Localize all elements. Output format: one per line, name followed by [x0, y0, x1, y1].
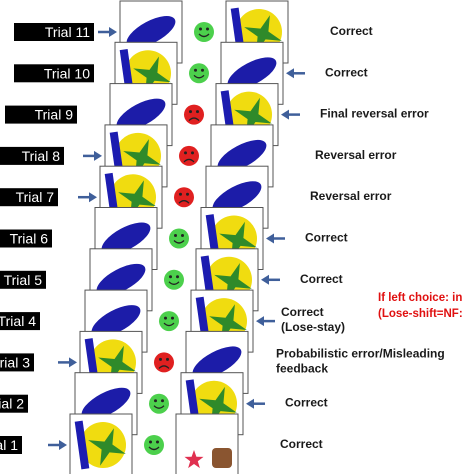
green-star-icon	[209, 304, 247, 342]
choice-arrow-icon	[83, 150, 102, 161]
trial-outcome-label: Final reversal error	[320, 107, 429, 121]
choice-arrow-icon	[58, 357, 77, 368]
trial-outcome-label: Correct	[325, 65, 368, 79]
brown-square-icon	[212, 448, 232, 468]
blue-ellipse-icon	[212, 181, 262, 214]
smiley-face-icon	[189, 63, 209, 84]
trial-row: Trial 4 Correct(Lose-stay)	[0, 289, 345, 353]
trial-tag-label: Trial 6	[10, 231, 49, 247]
trial-tag-box	[0, 312, 40, 331]
frowny-face-icon	[184, 104, 204, 125]
choice-arrow-icon	[256, 316, 275, 327]
trial-tag-box	[5, 105, 77, 124]
trial-tag-box	[0, 270, 46, 289]
choice-arrow-icon	[246, 398, 265, 409]
trial-outcome-label-line2: (Lose-stay)	[281, 320, 345, 334]
choice-arrow-icon	[261, 274, 280, 285]
right-stimulus-card	[175, 413, 239, 474]
trial-row: Trial 6 Correct	[0, 207, 348, 270]
trial-tag-label: Trial 5	[4, 272, 43, 288]
trial-row: Trial 5 Correct	[0, 248, 343, 312]
left-stimulus-card	[69, 413, 133, 474]
trial-row: Trial 8 Reversal error	[0, 124, 397, 188]
blue-ellipse-icon	[192, 346, 242, 379]
note-group: If left choice: in (Lose-shift=NF:	[378, 292, 463, 320]
trial-row: Trial 2 Correct	[0, 372, 328, 436]
blue-ellipse-icon	[101, 222, 151, 255]
blue-ellipse-icon	[81, 387, 131, 420]
green-star-icon	[219, 221, 257, 260]
green-star-icon	[118, 180, 156, 218]
trial-tag-label: Trial 1	[0, 437, 18, 453]
trial-tag-label: Trial 2	[0, 396, 24, 412]
frowny-face-icon	[179, 145, 199, 166]
blue-ellipse-icon	[217, 139, 267, 172]
blue-bar-icon	[74, 420, 90, 470]
note-line-1: If left choice: in	[378, 292, 462, 304]
trial-outcome-label: Correct	[280, 437, 323, 451]
green-star-icon	[199, 386, 237, 425]
trial-outcome-label: Reversal error	[315, 148, 397, 162]
trial-tag-label: Trial 11	[45, 24, 90, 40]
trial-tag-label: Trial 8	[22, 148, 61, 164]
note-line-2: (Lose-shift=NF:	[378, 308, 463, 320]
choice-arrow-icon	[48, 440, 67, 450]
green-star-icon	[98, 345, 136, 384]
trial-tag-box	[0, 229, 52, 248]
trial-tag-box	[0, 353, 34, 372]
smiley-face-icon	[164, 269, 184, 290]
choice-arrow-icon	[266, 233, 285, 244]
trial-tag-label: Trial 10	[44, 65, 90, 81]
trial-outcome-label: Probabilistic error/Misleading	[276, 346, 445, 360]
trial-tag-box	[14, 64, 94, 83]
trial-row: Trial 7 Reversal error	[0, 165, 392, 229]
choice-arrow-icon	[286, 68, 305, 79]
trial-tag-box	[0, 146, 64, 165]
green-star-icon	[123, 139, 161, 177]
frowny-face-icon	[174, 187, 194, 208]
trial-row: Trial 10 Correct	[14, 41, 368, 105]
trial-outcome-label: Correct	[300, 272, 343, 286]
smiley-face-icon	[149, 393, 169, 414]
trial-outcome-label: Reversal error	[310, 189, 392, 203]
blue-ellipse-icon	[227, 57, 277, 90]
smiley-face-icon	[169, 228, 189, 249]
trial-tag-box	[0, 394, 28, 413]
blue-ellipse-icon	[96, 263, 146, 296]
trial-tag-box	[0, 436, 22, 454]
blue-ellipse-icon	[126, 16, 176, 48]
trial-tag-label: Trial 7	[16, 189, 55, 205]
green-star-icon	[88, 428, 126, 466]
trial-row: Trial 11 Correct	[14, 0, 373, 64]
green-star-icon	[244, 15, 282, 53]
choice-arrow-icon	[281, 109, 300, 120]
red-star-icon	[184, 450, 204, 469]
trial-outcome-label: Correct	[305, 231, 348, 245]
trial-tag-box	[0, 188, 58, 207]
trial-row: Trial 1 Correct	[0, 413, 323, 474]
frowny-face-icon	[154, 352, 174, 373]
trial-tag-label: Trial 3	[0, 354, 30, 370]
choice-arrow-icon	[78, 192, 97, 203]
blue-ellipse-icon	[91, 305, 141, 338]
trial-outcome-label: Correct	[281, 305, 324, 319]
blue-ellipse-icon	[116, 98, 166, 131]
green-star-icon	[214, 263, 252, 301]
trial-outcome-label: Correct	[285, 396, 328, 410]
trial-outcome-label: Correct	[330, 24, 373, 38]
green-star-icon	[133, 56, 171, 95]
choice-arrow-icon	[98, 27, 117, 37]
smiley-face-icon	[159, 311, 179, 332]
smiley-face-icon	[194, 22, 214, 42]
trial-tag-label: Trial 4	[0, 313, 36, 329]
trial-tag-label: Trial 9	[35, 107, 74, 123]
smiley-face-icon	[144, 435, 164, 455]
trial-outcome-label-line2: feedback	[276, 361, 328, 375]
trial-tag-box	[14, 23, 94, 41]
green-star-icon	[234, 97, 272, 136]
